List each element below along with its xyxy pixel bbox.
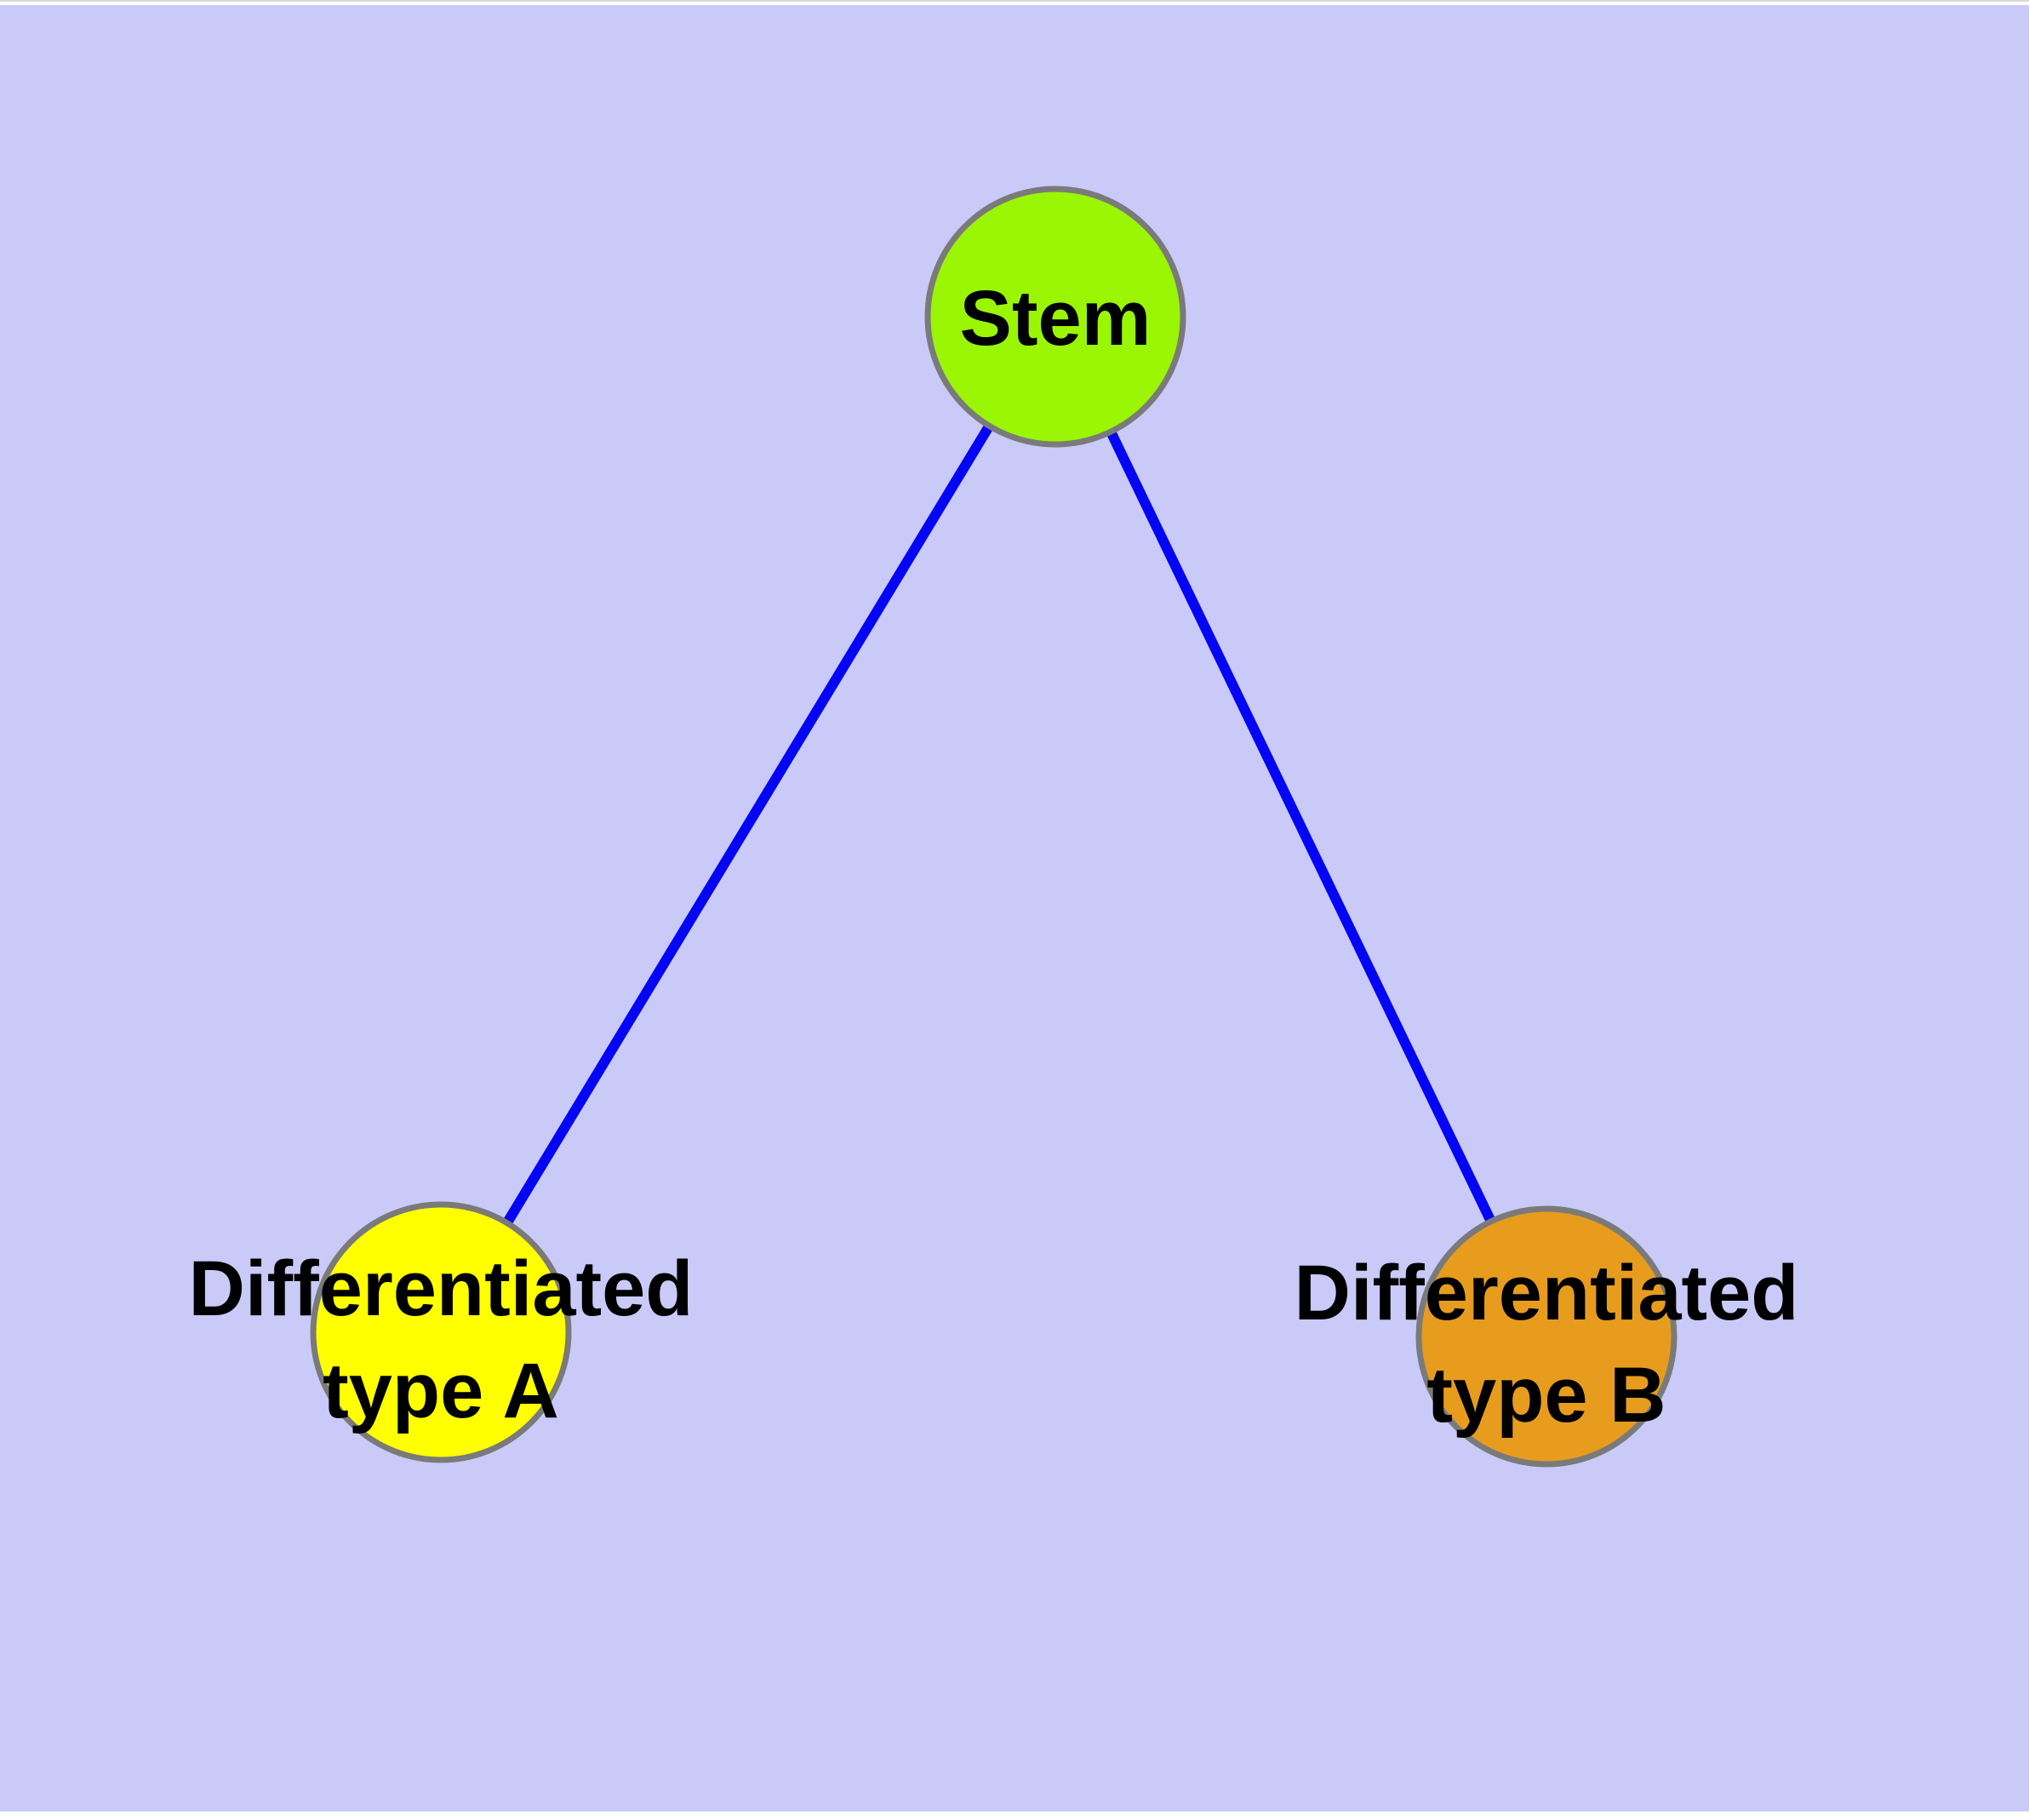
node-label-type-b-line1: Differentiated (1295, 1250, 1799, 1336)
window-top-edge (0, 0, 2029, 2)
node-type-a (310, 1201, 572, 1463)
node-type-b (1415, 1205, 1677, 1468)
edge-stem-to-type-b (1050, 314, 1552, 1339)
node-label-stem: Stem (960, 275, 1152, 362)
edge-stem-to-type-a (436, 313, 1060, 1336)
node-label-type-a-line2: type A (323, 1348, 559, 1434)
node-label-type-a-line1: Differentiated (189, 1245, 694, 1332)
node-stem (924, 186, 1186, 448)
node-label-type-b-line2: type B (1426, 1352, 1666, 1439)
